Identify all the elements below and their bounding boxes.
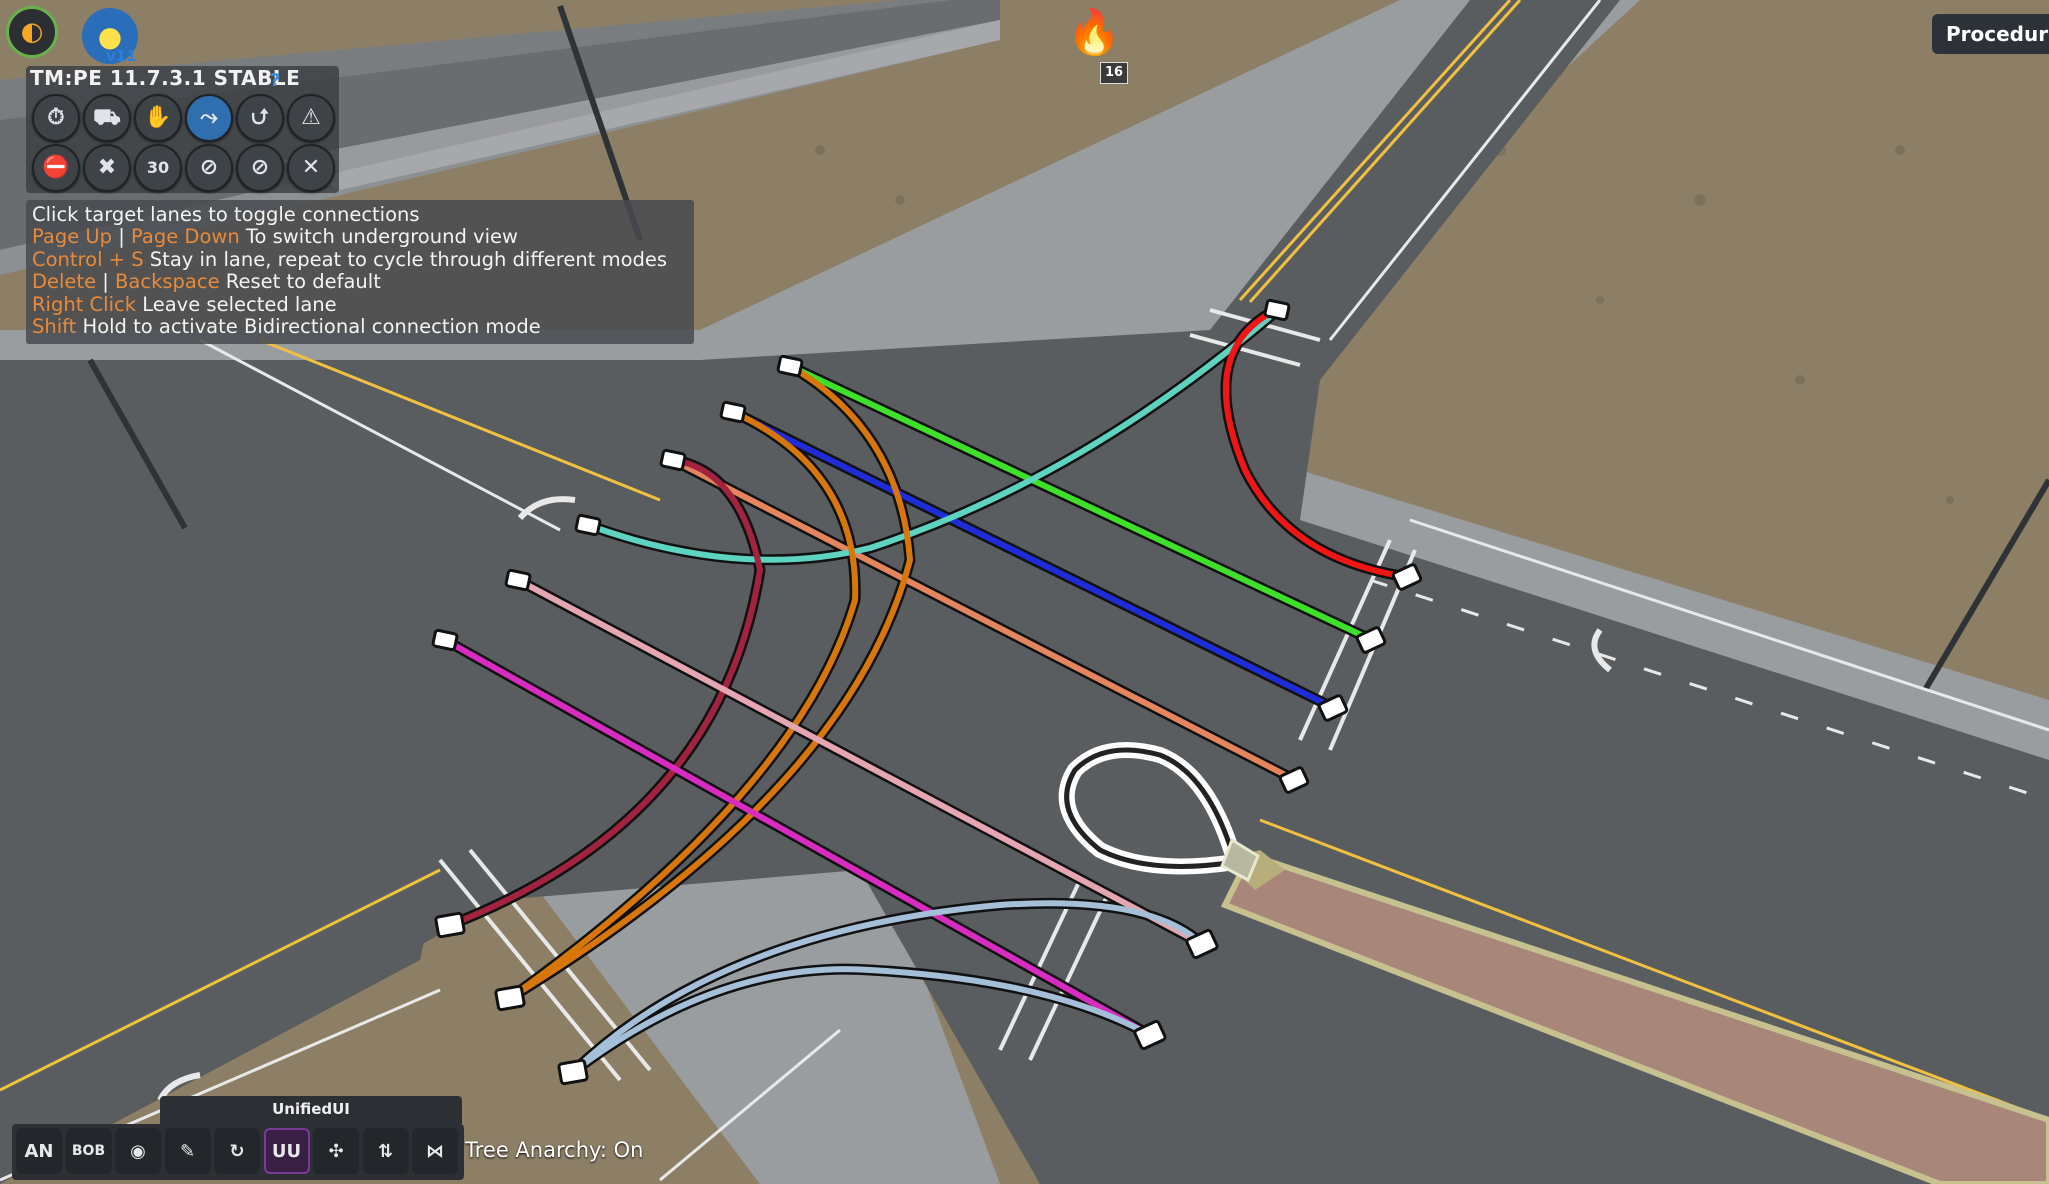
despawn-vehicles-icon[interactable]: ✕ <box>287 144 335 192</box>
selected-lane-node[interactable] <box>1220 837 1260 883</box>
procedural-objects-button[interactable]: Procedura <box>1932 14 2049 54</box>
lane-connection-green <box>787 363 1375 643</box>
hint-key: Backspace <box>115 270 220 294</box>
uu-icon[interactable]: UU <box>263 1128 310 1174</box>
hint-text: Click target lanes to toggle connections <box>32 203 420 226</box>
lane-node <box>1317 694 1349 722</box>
lane-connection-orange-b <box>507 409 859 1001</box>
no-parking-icon[interactable]: ⊘ <box>185 144 233 192</box>
hint-line: Control + S Stay in lane, repeat to cycl… <box>32 248 667 271</box>
hint-text: Leave selected lane <box>136 292 337 316</box>
lane-node <box>504 568 532 592</box>
road-icon[interactable]: ⇅ <box>362 1128 409 1174</box>
lane-node <box>494 984 526 1012</box>
lane-connection-magenta <box>442 637 1153 1038</box>
hint-text: Stay in lane, repeat to cycle through di… <box>143 247 668 271</box>
fire-count-badge: 16 <box>1100 62 1128 84</box>
intersection-icon[interactable]: ⋈ <box>412 1128 458 1174</box>
junction-restrictions-icon[interactable]: ✖ <box>83 144 131 192</box>
node-controller-icon[interactable]: ✣ <box>313 1128 359 1174</box>
lane-node <box>574 513 602 537</box>
lane-connection-teal <box>585 307 1281 563</box>
hint-key: Control + S <box>32 247 144 271</box>
hint-text: Hold to activate Bidirectional connectio… <box>76 315 541 338</box>
hint-text: Reset to default <box>219 270 381 294</box>
recycle-icon[interactable]: ↻ <box>214 1128 260 1174</box>
hint-key: Page Up <box>32 225 113 249</box>
help-icon[interactable]: ? <box>270 70 281 91</box>
lane-node <box>1133 1019 1167 1051</box>
bob-button[interactable]: BOB <box>65 1128 112 1174</box>
hint-line: Shift Hold to activate Bidirectional con… <box>32 315 541 338</box>
hint-separator: | <box>96 270 116 294</box>
lane-connection-lightblue-b <box>570 966 1153 1075</box>
hint-line: Delete | Backspace Reset to default <box>32 270 381 293</box>
hint-key: Shift <box>32 315 77 338</box>
lane-node <box>776 354 804 378</box>
lane-node <box>1278 766 1310 794</box>
lane-connection-orange-a <box>507 363 914 1001</box>
coins-icon[interactable]: ◉ <box>115 1128 161 1174</box>
hint-separator: | <box>112 225 132 249</box>
game-logo-icon[interactable]: ◐ <box>6 6 58 58</box>
anarchy-icon[interactable]: AN <box>16 1128 62 1174</box>
manual-traffic-lights-icon[interactable]: ✋ <box>134 94 182 142</box>
tmpe-title: TM:PE 11.7.3.1 STABLE <box>30 66 301 90</box>
hint-text: To switch underground view <box>239 225 518 249</box>
lane-endpoints[interactable] <box>431 298 1423 1086</box>
lane-node <box>1355 626 1387 654</box>
lane-connection-pink <box>515 577 1205 947</box>
lane-node <box>719 400 747 424</box>
hint-line: Click target lanes to toggle connections <box>32 203 420 226</box>
unified-ui-title: UnifiedUI <box>272 1100 350 1118</box>
traffic-light-icon[interactable]: ● <box>82 8 138 64</box>
tmpe-version-label: v11 <box>106 47 137 65</box>
lane-connection-uturn[interactable] <box>1058 742 1243 875</box>
lane-node <box>659 448 687 472</box>
hint-line: Page Up | Page Down To switch undergroun… <box>32 225 518 248</box>
tree-anarchy-status: Tree Anarchy: On <box>465 1138 644 1162</box>
parking-warning-icon[interactable]: ⚠ <box>287 94 335 142</box>
lane-node <box>431 628 459 652</box>
fire-icon[interactable]: 🔥 <box>1066 7 1122 58</box>
lane-arrows-icon[interactable]: ⮍ <box>236 94 284 142</box>
lane-connection-lightblue-a <box>570 900 1205 1075</box>
lane-connections[interactable] <box>439 304 1414 1078</box>
hint-panel <box>26 200 694 344</box>
lane-connection-salmon <box>670 457 1298 783</box>
hint-line: Right Click Leave selected lane <box>32 293 337 316</box>
priority-signs-icon[interactable]: ⛔ <box>32 144 80 192</box>
vehicle-restrictions-icon[interactable]: ⛟ <box>83 94 131 142</box>
lane-node <box>434 911 466 939</box>
lane-node <box>1185 928 1219 960</box>
hint-key: Page Down <box>131 225 240 249</box>
lane-connection-maroon <box>447 457 764 928</box>
no-uturn-icon[interactable]: ⊘ <box>236 144 284 192</box>
unified-ui-header <box>160 1096 462 1124</box>
lane-node <box>557 1058 589 1086</box>
lane-connector-icon[interactable]: ⤳ <box>185 94 233 142</box>
timed-traffic-lights-icon[interactable]: ⏱ <box>32 94 80 142</box>
lane-connection-blue <box>730 409 1337 711</box>
hint-key: Delete <box>32 270 97 294</box>
lane-node <box>1263 298 1291 322</box>
hint-key: Right Click <box>32 292 137 316</box>
lane-connection-red <box>1222 307 1411 580</box>
eyedropper-icon[interactable]: ✎ <box>164 1128 211 1174</box>
speed-limit-30-icon[interactable]: 30 <box>134 144 182 192</box>
lane-node <box>1391 563 1423 591</box>
